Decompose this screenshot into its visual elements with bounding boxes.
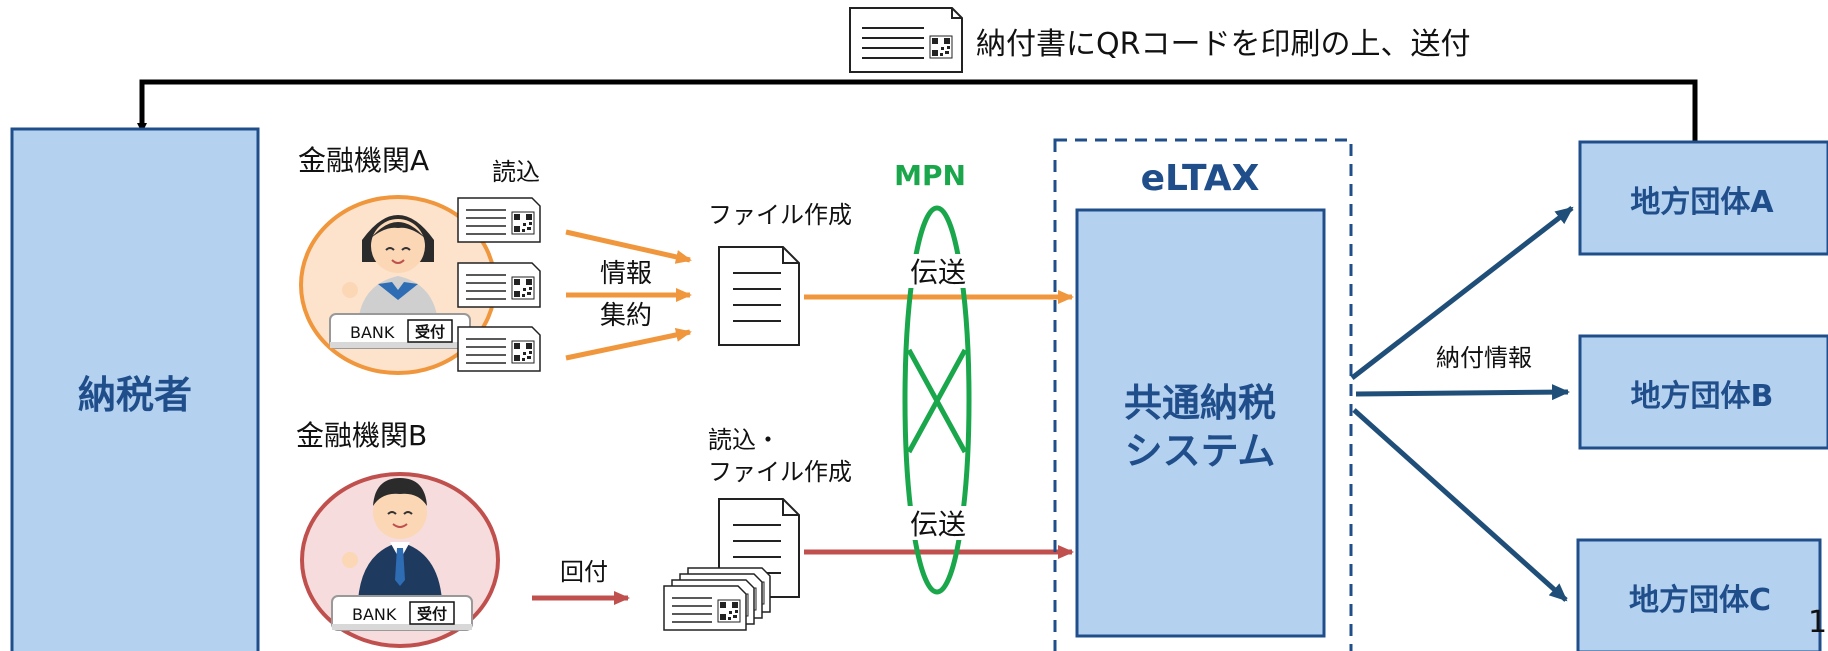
bank-a-counter-badge: 受付 (415, 323, 445, 341)
common-tax-system-box (1075, 208, 1326, 638)
system-label-line-2: システム (1125, 429, 1276, 473)
bank-a-file-icon (718, 246, 800, 346)
taxpayer-box (10, 127, 260, 651)
payment-info-label: 納付情報 (1436, 344, 1532, 372)
bank-b-slip-stack (664, 568, 770, 630)
transmit-label-a: 伝送 (910, 256, 966, 289)
payment-arrow-b (1355, 384, 1570, 401)
eltax-label: eLTAX (1141, 158, 1260, 199)
eltax-boundary (1053, 138, 1353, 651)
bank-a-read-label: 読込 (492, 158, 540, 186)
header-caption: 納付書にQRコードを印刷の上、送付 (976, 27, 1470, 62)
local-gov-a-label: 地方団体A (1630, 185, 1774, 220)
bank-a-slip-1 (458, 198, 540, 242)
payment-arrow-a (1350, 206, 1574, 380)
qr-mail-return-line (137, 79, 1698, 142)
bank-b-counter-text: BANK (352, 605, 397, 624)
bank-b-label: 金融機関B (296, 419, 427, 452)
bank-b-route-label: 回付 (560, 558, 608, 586)
taxpayer-label: 納税者 (78, 373, 192, 417)
payment-arrow-c (1352, 408, 1568, 602)
bank-a-counter-text: BANK (350, 323, 395, 342)
local-gov-b-box (1578, 334, 1828, 450)
bank-b-clerk-illustration: BANK 受付 (300, 472, 500, 648)
local-gov-c-box (1576, 538, 1822, 651)
aggregate-arrow-3 (565, 328, 692, 361)
bank-a-slip-2 (458, 263, 540, 307)
aggregate-arrow-1 (565, 229, 692, 264)
bank-b-read-file-label-2: ファイル作成 (708, 458, 852, 486)
bank-a-label: 金融機関A (298, 144, 429, 177)
mpn-label: MPN (894, 159, 966, 192)
system-label-line-1: 共通納税 (1124, 381, 1276, 425)
bank-a-file-label: ファイル作成 (708, 201, 852, 229)
aggregate-label-2: 集約 (600, 301, 652, 331)
aggregate-label-1: 情報 (600, 259, 652, 289)
slip-with-qr-icon (849, 7, 963, 73)
mpn-network-shape (902, 205, 972, 595)
local-gov-a-box (1578, 140, 1828, 256)
bank-b-read-file-label-1: 読込・ (708, 426, 780, 454)
local-gov-c-label: 地方団体C (1629, 583, 1771, 618)
bank-b-counter-badge: 受付 (417, 605, 447, 623)
transmit-label-b: 伝送 (910, 508, 966, 541)
local-gov-b-label: 地方団体B (1631, 379, 1774, 414)
page-number: 1 (1808, 605, 1827, 640)
bank-a-slip-3 (458, 327, 540, 371)
